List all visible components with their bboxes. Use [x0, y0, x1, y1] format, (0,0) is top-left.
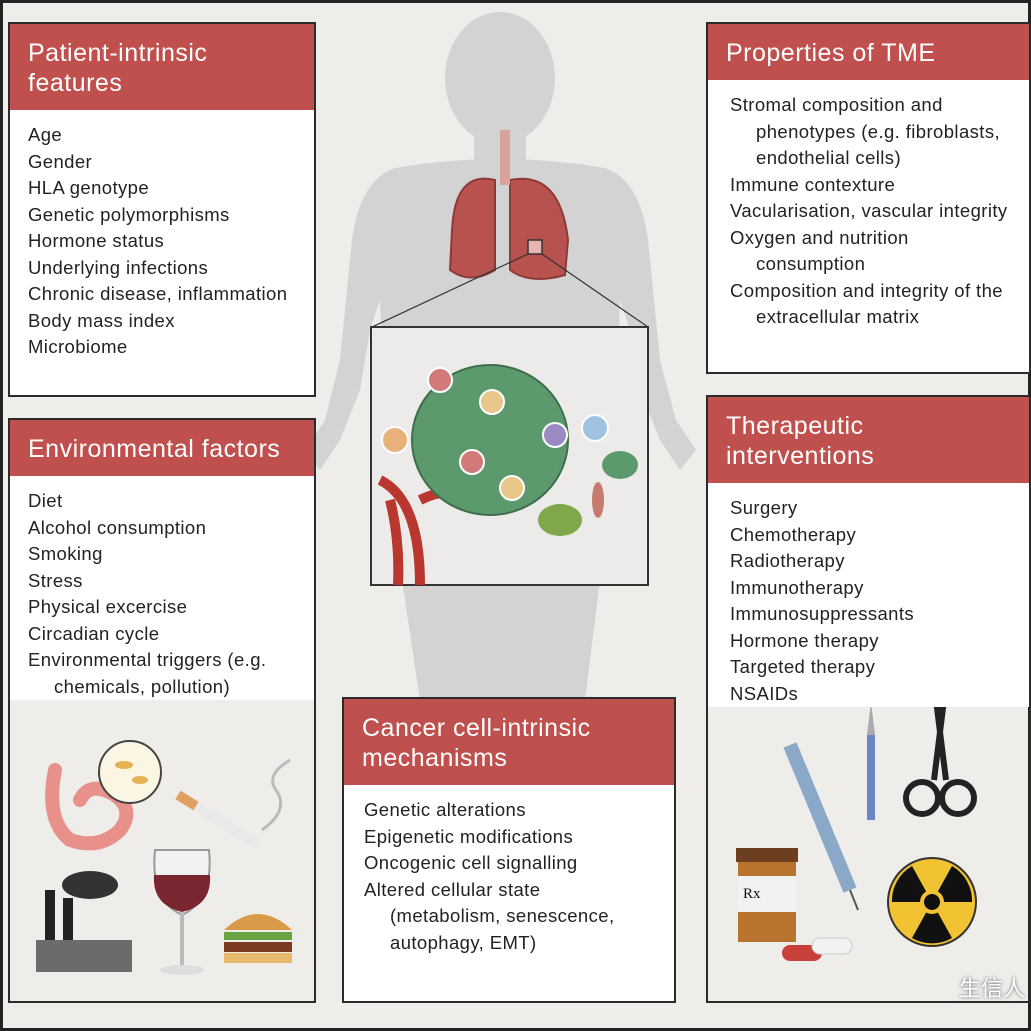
patient-intrinsic-list: Age Gender HLA genotype Genetic polymorp… [10, 110, 314, 361]
watermark: 生信人 [958, 977, 1025, 1002]
cancer-intrinsic-box: Cancer cell-intrinsic mechanisms Genetic… [342, 697, 676, 1003]
list-item: Microbiome [28, 336, 128, 357]
patient-intrinsic-box: Patient-intrinsic features Age Gender HL… [8, 22, 316, 397]
list-item: Surgery [730, 497, 798, 518]
capsule-icon [782, 937, 853, 961]
therapeutic-box: Therapeutic interventions Surgery Chemot… [706, 395, 1031, 1003]
lungs-icon [448, 130, 570, 280]
cancer-intrinsic-list: Genetic alterations Epigenetic modificat… [344, 785, 674, 956]
list-item: Targeted therapy [730, 656, 876, 677]
cancer-intrinsic-title: Cancer cell-intrinsic mechanisms [344, 699, 674, 785]
scissors-icon [903, 699, 977, 817]
tumor-microenvironment-icon [370, 326, 649, 586]
factory-icon [36, 871, 132, 972]
therapeutic-list: Surgery Chemotherapy Radiotherapy Immuno… [708, 483, 1029, 707]
list-item: Immunotherapy [730, 576, 864, 598]
list-item: Physical excercise [28, 596, 188, 617]
tme-title: Properties of TME [708, 24, 1029, 80]
tme-list: Stromal composition and phenotypes (e.g.… [708, 80, 1029, 331]
list-item: Diet [28, 490, 63, 511]
syringe-icon [783, 742, 859, 911]
list-item: Underlying infections [28, 256, 209, 278]
list-item: Chemotherapy [730, 523, 857, 545]
environmental-box: Environmental factors Diet Alcohol consu… [8, 418, 316, 1003]
cigarette-icon [175, 758, 291, 850]
intestine-icon [45, 763, 134, 851]
list-item: Genetic alterations [364, 799, 526, 820]
scalpel-icon [867, 702, 875, 820]
list-item: NSAIDs [730, 682, 799, 704]
list-item: Stromal composition and phenotypes (e.g.… [730, 94, 1001, 168]
radiation-icon [887, 857, 977, 947]
list-item: Oncogenic cell signalling [364, 852, 578, 873]
list-item: Alcohol consumption [28, 516, 207, 538]
list-item: Age [28, 124, 63, 145]
list-item: Oxygen and nutrition consumption [730, 226, 909, 275]
list-item: Radiotherapy [730, 550, 845, 571]
wine-glass-icon [153, 849, 211, 975]
environmental-title: Environmental factors [10, 420, 314, 476]
tme-box: Properties of TME Stromal composition an… [706, 22, 1031, 374]
list-item: Vacularisation, vascular integrity [730, 200, 1008, 221]
list-item: Composition and integrity of the extrace… [730, 279, 1003, 328]
pill-bottle-icon: Rx [736, 848, 798, 942]
list-item: Stress [28, 569, 83, 591]
list-item: Epigenetic modifications [364, 825, 574, 847]
list-item: Gender [28, 150, 93, 172]
environmental-list: Diet Alcohol consumption Smoking Stress … [10, 476, 314, 700]
list-item: Circadian cycle [28, 622, 160, 644]
bacteria-magnifier-icon [98, 740, 162, 804]
therapeutic-title: Therapeutic interventions [708, 397, 1029, 483]
list-item: Immune contexture [730, 173, 896, 195]
list-item: Environmental triggers (e.g. chemicals, … [28, 649, 267, 697]
burger-icon [224, 914, 292, 963]
list-item: Body mass index [28, 309, 175, 331]
list-item: Immunosuppressants [730, 603, 915, 624]
list-item: Hormone status [28, 230, 165, 251]
list-item: Genetic polymorphisms [28, 203, 230, 225]
zoom-lines [371, 253, 649, 328]
list-item: Altered cellular state (metabolism, sene… [364, 878, 615, 953]
prescription-label: Rx [743, 886, 761, 902]
list-item: Chronic disease, inflammation [28, 283, 288, 304]
list-item: Hormone therapy [730, 629, 879, 651]
list-item: Smoking [28, 543, 103, 564]
list-item: HLA genotype [28, 177, 150, 198]
patient-intrinsic-title: Patient-intrinsic features [10, 24, 314, 110]
